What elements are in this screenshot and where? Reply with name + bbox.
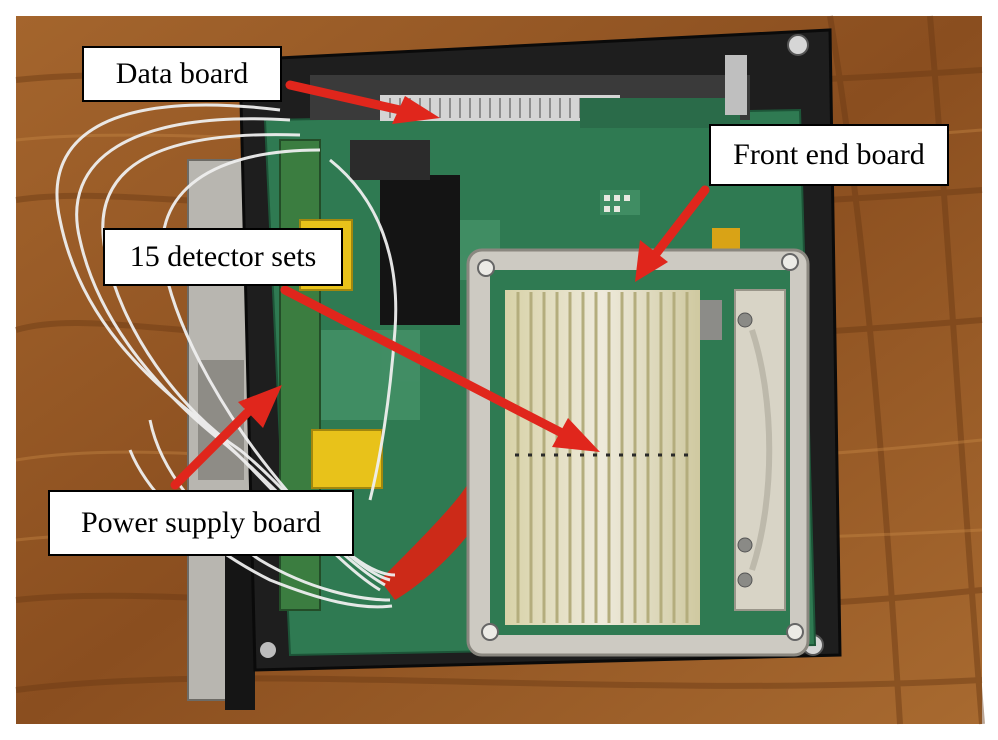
- detector-stack: [505, 290, 700, 625]
- detector-sets-label: 15 detector sets: [103, 228, 343, 286]
- front-end-board-label: Front end board: [709, 124, 949, 186]
- annotation-arrows: [170, 80, 710, 490]
- data-board-label: Data board: [82, 46, 282, 102]
- power-supply-board-label: Power supply board: [48, 490, 354, 556]
